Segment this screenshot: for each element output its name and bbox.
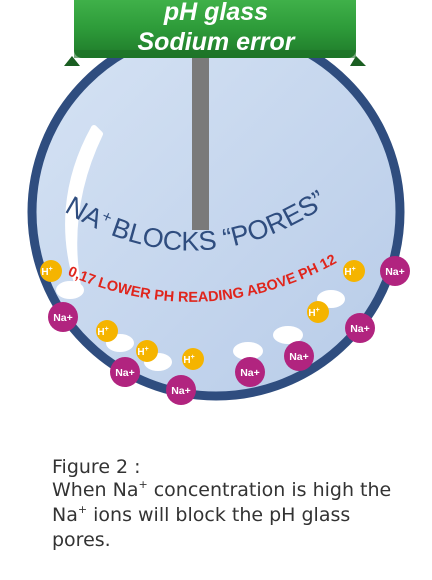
glass-pores [56, 281, 345, 371]
sodium-ion: Na+ [284, 341, 314, 371]
svg-text:Na+: Na+ [289, 351, 309, 363]
caption-line-4: pores. [52, 529, 111, 551]
figure-caption: Figure 2 : When Na+ concentration is hig… [52, 456, 422, 552]
svg-text:Na+: Na+ [350, 323, 370, 335]
svg-text:Na+: Na+ [53, 312, 73, 324]
svg-text:H+: H+ [344, 266, 355, 278]
ph-glass-diagram: pH glass Sodium error NA+BLOCKS “PORES” … [27, 0, 410, 405]
pore [273, 326, 303, 344]
banner-line-1: pH glass [163, 0, 268, 26]
sodium-ion: Na+ [48, 302, 78, 332]
pore [56, 281, 84, 299]
svg-text:H+: H+ [183, 354, 194, 366]
sodium-ion: Na+ [345, 313, 375, 343]
caption-line-3: Na+ ions will block the pH glass [52, 503, 351, 526]
sodium-ion: Na+ [380, 256, 410, 286]
svg-text:Na+: Na+ [385, 266, 405, 278]
svg-text:Na+: Na+ [115, 367, 135, 379]
svg-text:Na+: Na+ [171, 385, 191, 397]
electrode-stem [192, 30, 209, 230]
svg-text:Na+: Na+ [240, 367, 260, 379]
svg-text:H+: H+ [41, 266, 52, 278]
caption-line-1: Figure 2 : [52, 456, 141, 478]
svg-text:H+: H+ [308, 307, 319, 319]
hydrogen-ions: H+ H+ H+ H+ H+ H+ [40, 260, 365, 370]
hydrogen-ion: H+ [96, 320, 118, 342]
title-banner: pH glass Sodium error [64, 0, 366, 66]
pore [233, 342, 263, 360]
hydrogen-ion: H+ [343, 260, 365, 282]
hydrogen-ion: H+ [136, 340, 158, 362]
sodium-ion: Na+ [166, 375, 196, 405]
sodium-ions: Na+ Na+ Na+ Na+ Na+ Na+ Na+ [48, 256, 410, 405]
banner-line-2: Sodium error [138, 28, 296, 56]
svg-text:H+: H+ [97, 326, 108, 338]
sodium-ion: Na+ [110, 357, 140, 387]
caption-line-2: When Na+ concentration is high the [52, 478, 392, 501]
sodium-ion: Na+ [235, 357, 265, 387]
hydrogen-ion: H+ [182, 348, 204, 370]
hydrogen-ion: H+ [40, 260, 62, 282]
svg-text:H+: H+ [137, 346, 148, 358]
hydrogen-ion: H+ [307, 301, 329, 323]
